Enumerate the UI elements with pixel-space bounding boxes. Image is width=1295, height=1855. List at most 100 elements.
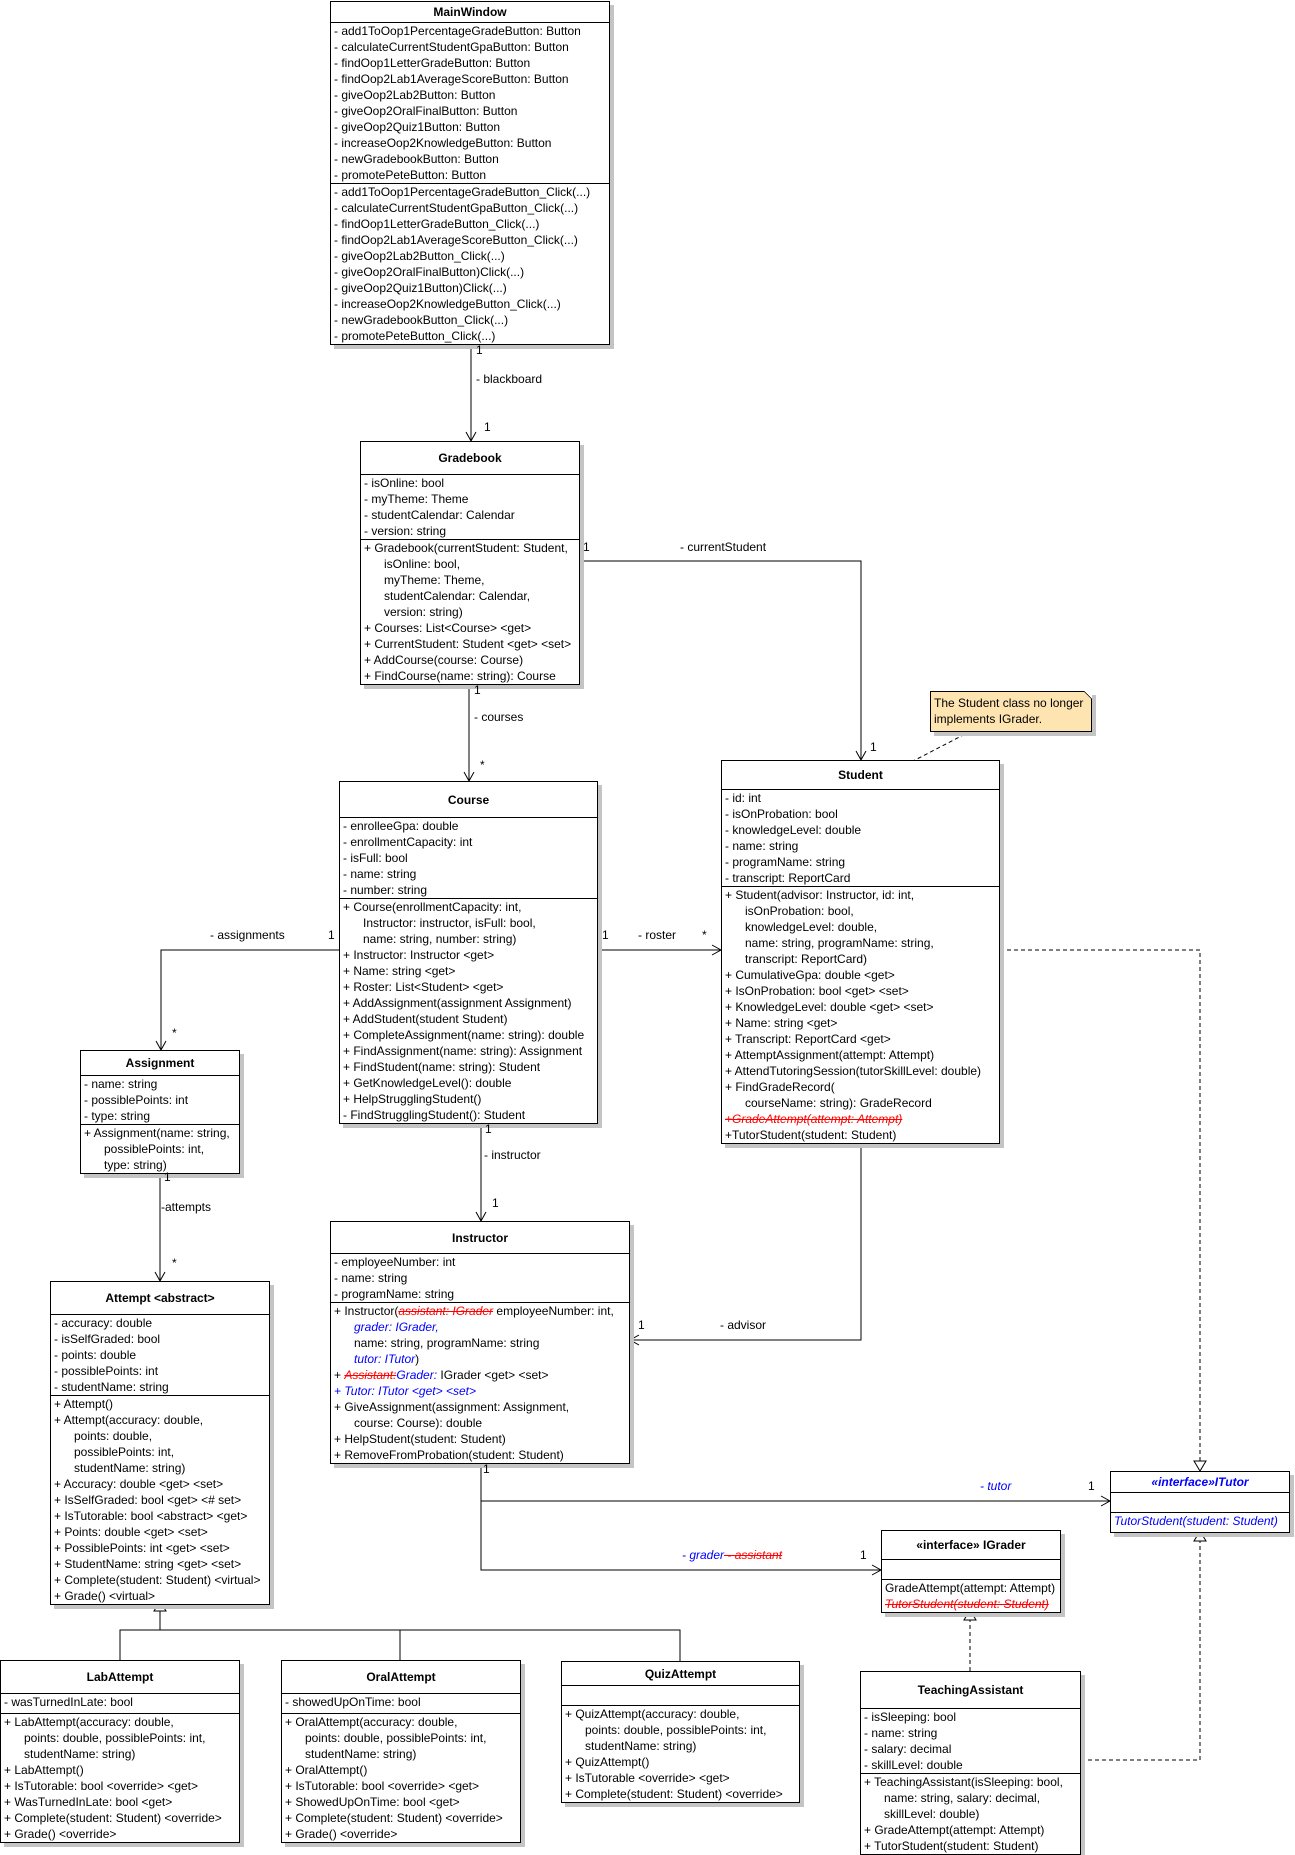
class-method: + ShowedUpOnTime: bool <get> xyxy=(285,1795,460,1809)
class-name: «interface»ITutor xyxy=(1151,1475,1249,1489)
attributes-compartment: - id: int- isOnProbation: bool- knowledg… xyxy=(722,789,999,886)
class-attribute: - transcript: ReportCard xyxy=(725,871,851,885)
multiplicity: 1 xyxy=(602,928,609,942)
class-method: + Assignment(name: string, xyxy=(84,1126,230,1140)
attributes-compartment xyxy=(1111,1492,1289,1512)
class-method: + WasTurnedInLate: bool <get> xyxy=(4,1795,173,1809)
class-method: - findOop2Lab1AverageScoreButton_Click(.… xyxy=(334,233,578,247)
class-method: - newGradebookButton_Click(...) xyxy=(334,313,509,327)
class-method: - findOop1LetterGradeButton_Click(...) xyxy=(334,217,540,231)
added-text: TutorStudent(student: Student) xyxy=(1114,1514,1278,1528)
class-method: - calculateCurrentStudentGpaButton_Click… xyxy=(334,201,579,215)
attributes-compartment: - showedUpOnTime: bool xyxy=(282,1693,520,1713)
role-name: - grader xyxy=(682,1548,725,1562)
class-lab-attempt[interactable]: LabAttempt- wasTurnedInLate: bool+ LabAt… xyxy=(0,1660,240,1843)
association-grader xyxy=(480,1501,881,1571)
class-method: + Assistant:Grader: IGrader <get> <set> xyxy=(331,1367,629,1383)
role-name: - assistant xyxy=(724,1548,783,1562)
class-method: + Grade() <override> xyxy=(285,1827,398,1841)
added-text: grader: IGrader, xyxy=(354,1320,439,1334)
class-method: name: string, programName: string xyxy=(354,1336,540,1350)
class-method: studentName: string) xyxy=(74,1461,186,1475)
class-method: + StudentName: string <get> <set> xyxy=(54,1557,242,1571)
role-label: - roster xyxy=(638,928,676,942)
multiplicity: 1 xyxy=(474,683,481,697)
class-student[interactable]: Student - id: int- isOnProbation: bool- k… xyxy=(721,760,1000,1144)
class-method: + Gradebook(currentStudent: Student, xyxy=(364,541,568,555)
class-quiz-attempt[interactable]: QuizAttempt+ QuizAttempt(accuracy: doubl… xyxy=(561,1661,800,1803)
class-attribute: - calculateCurrentStudentGpaButton: Butt… xyxy=(334,40,569,54)
class-attribute: - number: string xyxy=(343,883,428,897)
class-oral-attempt[interactable]: OralAttempt- showedUpOnTime: bool+ OralA… xyxy=(281,1660,521,1843)
class-attribute: - add1ToOop1PercentageGradeButton: Butto… xyxy=(334,24,581,38)
class-method: + Points: double <get> <set> xyxy=(54,1525,208,1539)
role-label: - assignments xyxy=(210,928,285,942)
class-method: + Grade() <virtual> xyxy=(54,1589,156,1603)
class-attribute: - possiblePoints: int xyxy=(54,1364,159,1378)
text-segment: employeeNumber: int, xyxy=(493,1304,614,1318)
class-attempt[interactable]: Attempt <abstract>- accuracy: double- is… xyxy=(50,1281,270,1605)
association-assignments xyxy=(160,949,339,1050)
role-name: - currentStudent xyxy=(680,540,767,554)
class-attribute: - isOnline: bool xyxy=(364,476,445,490)
text-segment: + xyxy=(334,1368,345,1382)
role-label: - courses xyxy=(474,710,523,724)
hollow-triangle-icon xyxy=(963,1609,977,1621)
class-method: + Complete(student: Student) <virtual> xyxy=(54,1573,261,1587)
class-course[interactable]: Course- enrolleeGpa: double- enrollmentC… xyxy=(339,781,598,1124)
class-name: Attempt <abstract> xyxy=(105,1291,215,1305)
class-gradebook[interactable]: Gradebook- isOnline: bool- myTheme: Them… xyxy=(360,441,580,685)
class-method: myTheme: Theme, xyxy=(384,573,485,587)
attributes-compartment: - wasTurnedInLate: bool xyxy=(1,1693,239,1713)
class-attribute: - findOop1LetterGradeButton: Button xyxy=(334,56,531,70)
class-method: - promotePeteButton_Click(...) xyxy=(334,329,496,343)
methods-compartment: + Gradebook(currentStudent: Student,isOn… xyxy=(361,539,579,684)
class-instructor[interactable]: Instructor- employeeNumber: int- name: s… xyxy=(330,1221,630,1464)
note: The Student class no longer implements I… xyxy=(930,691,1092,732)
class-attribute: - wasTurnedInLate: bool xyxy=(4,1695,133,1709)
class-method: + Complete(student: Student) <override> xyxy=(285,1811,503,1825)
methods-compartment: + LabAttempt(accuracy: double,points: do… xyxy=(1,1713,239,1842)
multiplicity: 1 xyxy=(860,1548,867,1562)
class-attribute: - enrolleeGpa: double xyxy=(343,819,459,833)
added-text: Grader: xyxy=(396,1368,438,1382)
class-method: TutorStudent(student: Student) xyxy=(1111,1513,1289,1529)
class-method: + AddCourse(course: Course) xyxy=(364,653,524,667)
class-method: + CurrentStudent: Student <get> <set> xyxy=(364,637,572,651)
class-method: + Complete(student: Student) <override> xyxy=(4,1811,222,1825)
multiplicity: 1 xyxy=(484,420,491,434)
methods-compartment: + Instructor(assistant: IGrader employee… xyxy=(331,1302,629,1463)
class-teaching-assistant[interactable]: TeachingAssistant- isSleeping: bool- nam… xyxy=(860,1671,1081,1855)
class-main-window[interactable]: MainWindow- add1ToOop1PercentageGradeBut… xyxy=(330,1,610,345)
role-name: - tutor xyxy=(980,1479,1012,1493)
class-attribute: - enrollmentCapacity: int xyxy=(343,835,473,849)
class-method: + IsTutorable <override> <get> xyxy=(565,1771,730,1785)
removed-text: +GradeAttempt(attempt: Attempt) xyxy=(725,1112,903,1126)
class-method: TutorStudent(student: Student) xyxy=(882,1596,1060,1612)
class-attribute: - employeeNumber: int xyxy=(334,1255,456,1269)
class-method: + IsOnProbation: bool <get> <set> xyxy=(725,984,909,998)
class-name: OralAttempt xyxy=(366,1670,436,1684)
realization-student-itutor xyxy=(1000,949,1201,1461)
multiplicity: 1 xyxy=(638,1318,645,1332)
class-attribute: - findOop2Lab1AverageScoreButton: Button xyxy=(334,72,569,86)
multiplicity: 1 xyxy=(476,343,483,357)
class-name: Student xyxy=(838,768,883,782)
class-method: + Complete(student: Student) <override> xyxy=(565,1787,783,1801)
association-current-student xyxy=(580,560,862,760)
hollow-triangle-icon xyxy=(153,1600,167,1612)
class-attribute: - version: string xyxy=(364,524,447,538)
class-method: knowledgeLevel: double, xyxy=(745,920,878,934)
class-attribute: - showedUpOnTime: bool xyxy=(285,1695,421,1709)
attributes-compartment: - isSleeping: bool- name: string- salary… xyxy=(861,1708,1080,1773)
class-assignment[interactable]: Assignment- name: string- possiblePoints… xyxy=(80,1050,240,1174)
class-method: + Grade() <override> xyxy=(4,1827,117,1841)
class-method: + Attempt(accuracy: double, xyxy=(54,1413,204,1427)
class-attribute: - type: string xyxy=(84,1109,151,1123)
role-label: - instructor xyxy=(484,1148,541,1162)
class-method: +GradeAttempt(attempt: Attempt) xyxy=(722,1111,999,1127)
association-advisor xyxy=(630,1140,862,1341)
class-method: + HelpStrugglingStudent() xyxy=(343,1092,482,1106)
